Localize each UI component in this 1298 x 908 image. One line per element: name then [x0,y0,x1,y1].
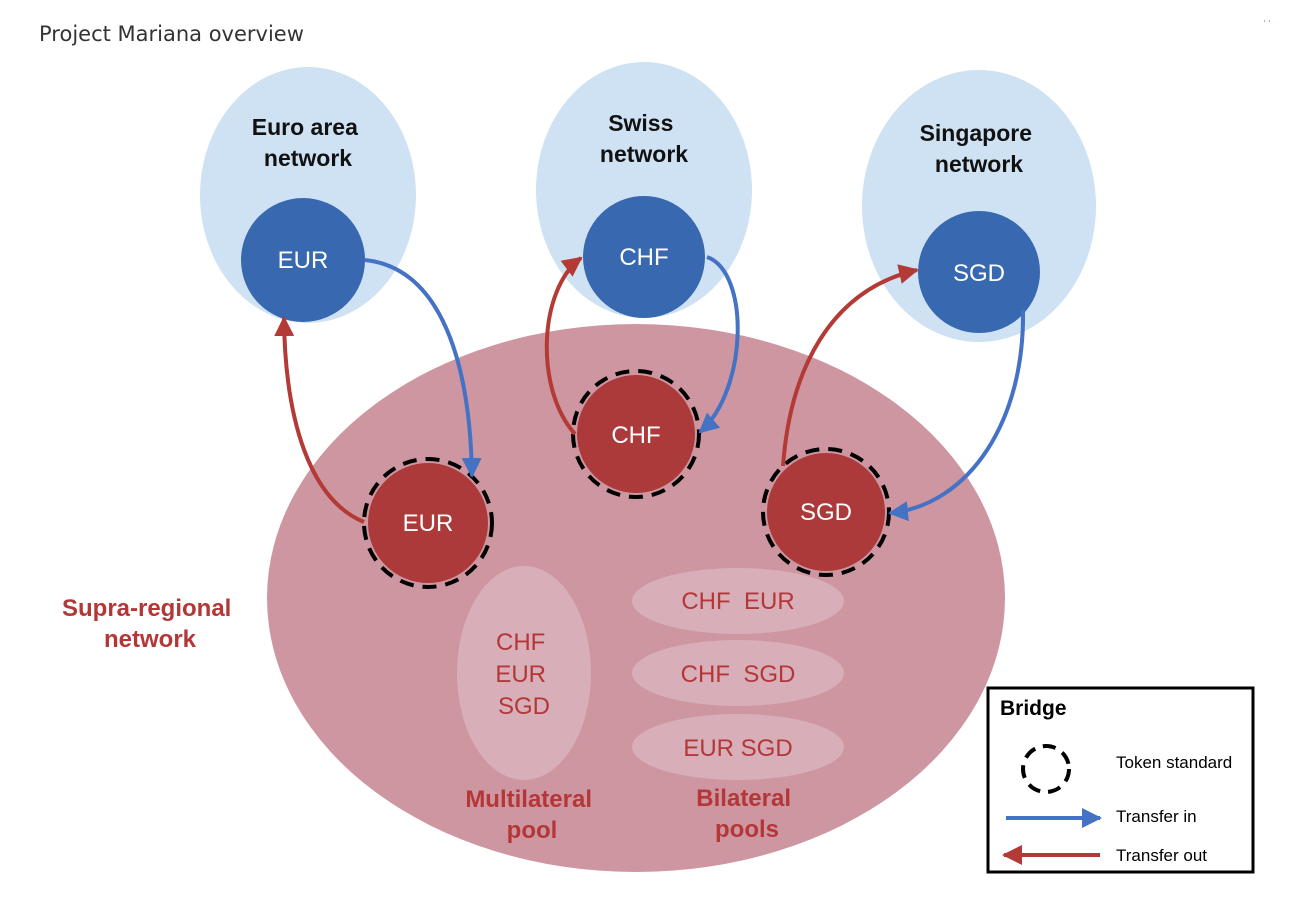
chf-wrapped-token-label: CHF [611,422,660,449]
chf-wrapped-token [577,375,695,493]
sgd-wrapped-token [767,453,885,571]
sgd-domestic-token-label: SGD [953,260,1005,287]
bilateral-pool-chf-eur-label: CHF EUR [681,588,794,615]
multilateral-pool-currencies: CHF EUR SGD [495,629,552,720]
bilateral-pool-eur-sgd [632,714,844,780]
sgd-wrapped-token-label: SGD [800,499,852,526]
bilateral-pool-chf-sgd-label: CHF SGD [681,661,796,688]
multilateral-pool-ellipse [457,566,591,780]
legend-transfer-in-label: Transfer in [1116,807,1197,826]
eur-domestic-token-label: EUR [278,247,329,274]
chf-transfer-out-arrow [544,256,583,436]
eur-transfer-in-arrow [364,258,482,478]
legend-title: Bridge [1000,697,1067,720]
legend-box [986,686,1255,874]
bilateral-pool-chf-eur [632,568,844,634]
eur-transfer-out-arrow [274,316,365,524]
sgd-domestic-token [918,211,1040,333]
legend: Bridge Token standard Transfer in Transf… [986,686,1255,874]
legend-token-standard-label: Token standard [1116,753,1232,772]
euro-network-title: Euro area network [252,114,365,171]
corner-mark: ˙˙ [1262,20,1272,31]
sgd-transfer-in-arrow [888,309,1026,522]
page-title: Project Mariana overview [39,22,304,46]
eur-wrapped-token-label: EUR [403,510,454,537]
dashed-circle-icon [1021,744,1071,794]
chf-domestic-token-label: CHF [619,244,668,271]
singapore-network-title: Singapore network [920,120,1039,177]
legend-transfer-out-label: Transfer out [1116,846,1207,865]
supra-network-label: Supra-regional network [62,595,238,653]
eur-wrapped-token [368,463,488,583]
multilateral-pool-label: Multilateral pool [465,786,598,844]
chf-domestic-token [583,196,705,318]
sgd-transfer-out-arrow [781,264,919,467]
bilateral-pool-chf-sgd [632,640,844,706]
bilateral-pool-eur-sgd-label: EUR SGD [683,735,792,762]
swiss-network-title: Swiss network [600,110,688,167]
bilateral-pools-label: Bilateral pools [696,785,797,843]
eur-domestic-token [241,198,365,322]
eur-token-standard-ring [362,457,494,589]
chf-transfer-in-arrow [698,255,740,434]
